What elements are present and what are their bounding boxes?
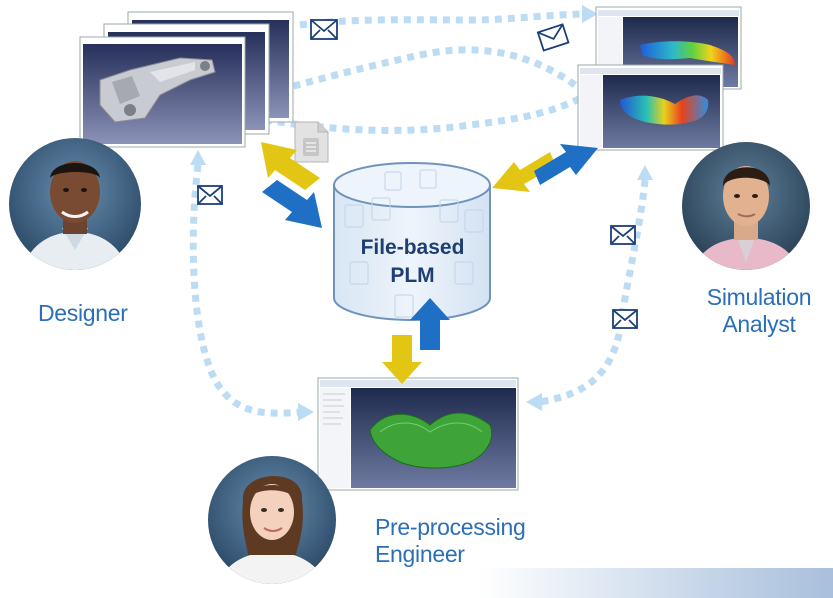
blue-arrow-designer-to-plm (262, 180, 322, 228)
envelope-icon (610, 225, 636, 245)
envelopes (197, 19, 638, 329)
envelope-icon (612, 309, 638, 329)
exchange-arrows (261, 142, 598, 384)
arrowhead-right-preproc (298, 403, 314, 421)
plm-label-line2: PLM (390, 264, 435, 287)
preproc-engineer-avatar (208, 456, 336, 584)
plm-label-line1: File-based (360, 236, 465, 259)
plm-database-cylinder (333, 162, 491, 321)
preproc-label-line2: Engineer (375, 541, 465, 567)
blue-arrow-preproc-to-plm (410, 298, 450, 350)
flow-path-designer-to-preproc (189, 164, 301, 417)
designer-label: Designer (38, 300, 128, 326)
yellow-arrow-plm-to-designer (261, 142, 320, 190)
designer-avatar (9, 138, 141, 270)
arrowhead-right-analyst-top (582, 5, 598, 23)
envelope-icon (197, 185, 223, 205)
analyst-avatar (682, 142, 810, 270)
cad-bracket-part (99, 57, 216, 123)
arrowhead-left-preproc (526, 393, 542, 411)
arrowhead-up-analyst (637, 165, 653, 180)
document-icon (294, 121, 329, 163)
designer-cad-windows (79, 11, 294, 148)
preproc-mesh-window (317, 377, 519, 491)
flow-path-top-to-analyst (299, 10, 586, 29)
blue-arrow-plm-to-analyst (534, 144, 598, 185)
envelope-icon (536, 23, 570, 52)
yellow-arrow-plm-to-preproc (382, 335, 422, 384)
analyst-label-line1: Simulation (706, 284, 812, 310)
analyst-fea-windows (577, 6, 742, 151)
flow-path-analyst-to-designer (257, 46, 578, 99)
plm-label: File-based PLM (340, 234, 485, 290)
preproc-label: Pre-processing Engineer (375, 514, 526, 568)
arrowhead-up-designer (190, 150, 206, 165)
preproc-label-line1: Pre-processing (375, 514, 526, 540)
flow-path-analyst-to-preproc (539, 179, 649, 406)
analyst-label-line2: Analyst (722, 311, 796, 337)
yellow-arrow-analyst-to-plm (492, 152, 556, 192)
footer-gradient-bar (480, 568, 833, 598)
analyst-label: Simulation Analyst (700, 284, 818, 338)
envelope-icon (310, 19, 338, 40)
